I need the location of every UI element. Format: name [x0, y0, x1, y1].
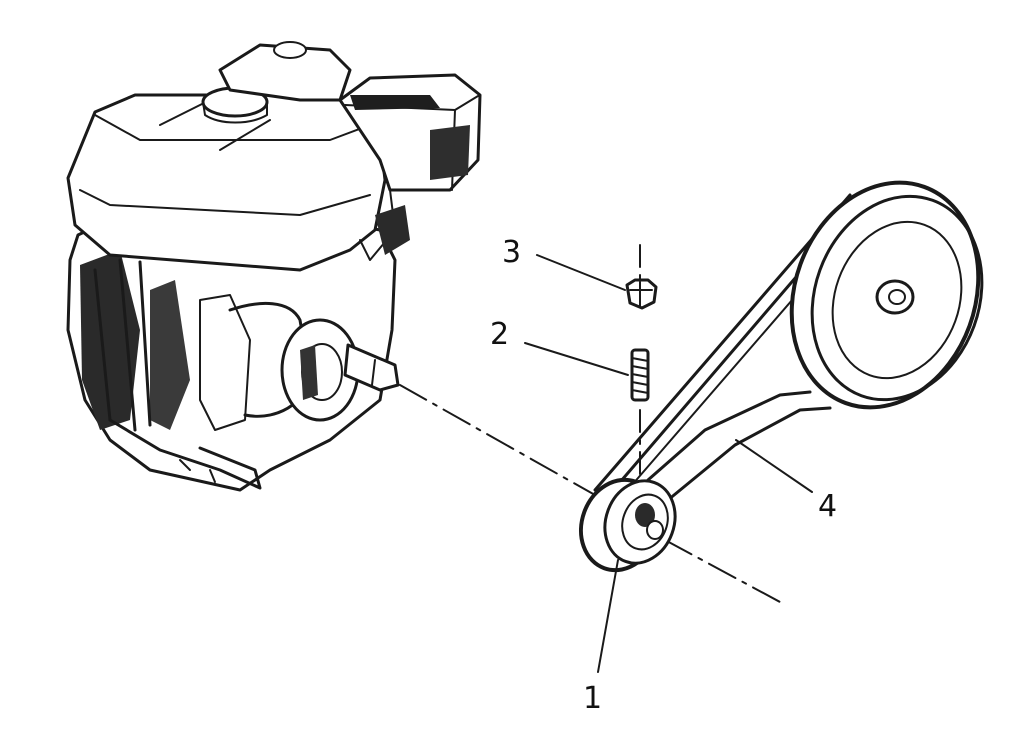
callout-label-2: 2: [490, 317, 510, 352]
hex-nut-part: [625, 278, 658, 310]
driven-pulley: [789, 180, 984, 410]
callout-label-3: 3: [502, 235, 522, 270]
threaded-stud-part: [630, 348, 650, 402]
callout-label-1: 1: [583, 681, 603, 716]
callout-label-4: 4: [818, 489, 838, 524]
drive-pulley-part: [578, 477, 677, 573]
engine-illustration: [66, 41, 482, 492]
callout-leaders: [524, 254, 813, 673]
alignment-centerlines: [399, 244, 781, 603]
